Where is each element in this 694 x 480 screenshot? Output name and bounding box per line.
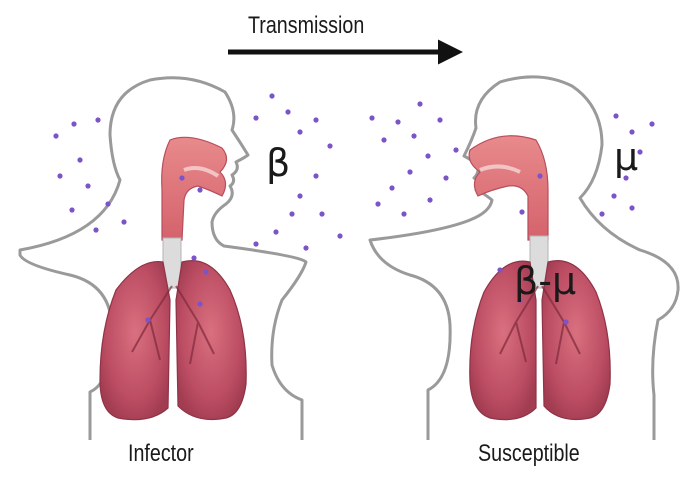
particle-dot xyxy=(285,109,290,114)
particle-dot xyxy=(519,209,524,214)
particle-dot xyxy=(105,201,110,206)
infector-figure xyxy=(20,78,306,440)
particle-dot xyxy=(401,211,406,216)
particle-dot xyxy=(375,201,380,206)
particle-dot xyxy=(417,101,422,106)
particle-dot xyxy=(443,175,448,180)
particle-dot xyxy=(253,241,258,246)
beta-label: β xyxy=(266,141,290,185)
particle-dot xyxy=(95,117,100,122)
particle-dot xyxy=(629,129,634,134)
particle-dot xyxy=(197,187,202,192)
susceptible-label: Susceptible xyxy=(478,440,580,468)
particle-dot xyxy=(537,173,542,178)
particle-dot xyxy=(563,319,568,324)
infector-airway xyxy=(162,137,227,240)
particle-dot xyxy=(273,229,278,234)
particle-dot xyxy=(179,175,184,180)
particle-dot xyxy=(57,173,62,178)
particle-dot xyxy=(313,117,318,122)
particle-dot xyxy=(427,197,432,202)
particle-dot xyxy=(497,267,502,272)
particle-dot xyxy=(93,227,98,232)
particle-dot xyxy=(303,245,308,250)
particle-dot xyxy=(71,121,76,126)
particle-dot xyxy=(289,211,294,216)
infector-right-lung xyxy=(176,261,246,420)
particle-dot xyxy=(411,133,416,138)
particle-dot xyxy=(389,185,394,190)
particle-dot xyxy=(69,207,74,212)
particle-dot xyxy=(599,211,604,216)
particle-dot xyxy=(407,169,412,174)
particle-dot xyxy=(297,129,302,134)
particle-dot xyxy=(369,115,374,120)
beta-minus-mu-label: β-μ xyxy=(514,259,576,303)
particle-dot xyxy=(145,317,150,322)
particle-dot xyxy=(203,269,208,274)
particle-dot xyxy=(77,157,82,162)
particle-dot xyxy=(53,133,58,138)
particle-dot xyxy=(381,137,386,142)
particle-dot xyxy=(437,117,442,122)
particle-dot xyxy=(337,233,342,238)
particle-dot xyxy=(191,255,196,260)
transmission-title: Transmission xyxy=(248,12,364,40)
particle-dot xyxy=(453,147,458,152)
particle-dot xyxy=(629,205,634,210)
particle-dot xyxy=(395,119,400,124)
particle-dot xyxy=(297,193,302,198)
mu-label: μ xyxy=(614,135,638,179)
particle-dot xyxy=(85,183,90,188)
particle-dot xyxy=(269,93,274,98)
susceptible-airway xyxy=(469,136,548,240)
particle-dot xyxy=(253,115,258,120)
particle-dot xyxy=(611,193,616,198)
particle-dot xyxy=(313,173,318,178)
particle-dot xyxy=(649,121,654,126)
particle-dot xyxy=(197,301,202,306)
particle-dot xyxy=(319,211,324,216)
particle-dot xyxy=(121,219,126,224)
infector-left-lung xyxy=(100,262,170,420)
particle-dot xyxy=(327,143,332,148)
particle-dot xyxy=(425,153,430,158)
infector-label: Infector xyxy=(128,440,194,468)
particle-dot xyxy=(613,113,618,118)
